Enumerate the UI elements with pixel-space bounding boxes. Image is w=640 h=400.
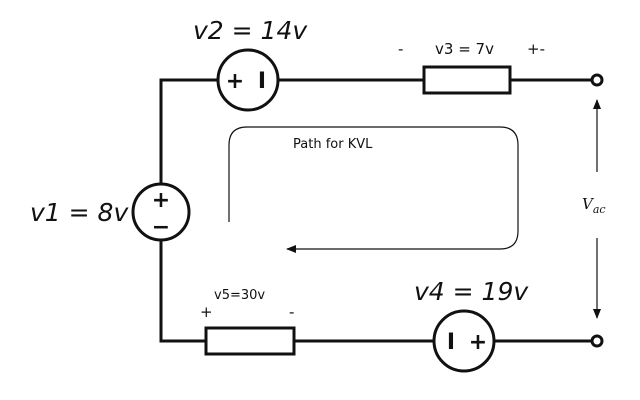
source-v1-label: v1 = 8v: [30, 198, 129, 227]
resistor-v5-right-sign: -: [289, 303, 294, 321]
svg-text:−: −: [152, 215, 170, 240]
terminal-a: [590, 73, 604, 87]
svg-text:I: I: [447, 330, 455, 355]
resistor-v3-label: v3 = 7v: [435, 40, 494, 58]
source-v2-label: v2 = 14v: [193, 16, 308, 45]
svg-text:I: I: [258, 69, 266, 94]
resistor-v5-label: v5=30v: [214, 288, 265, 303]
vac-label: Vac: [582, 195, 606, 216]
source-v4-label: v4 = 19v: [414, 277, 529, 306]
voltage-source-v2: + I: [216, 48, 280, 112]
kvl-path-arrow: [228, 126, 519, 253]
wires: [159, 78, 592, 343]
resistor-v3-right-sign: +-: [527, 40, 545, 58]
voltage-source-v4: I +: [432, 309, 496, 373]
svg-text:+: +: [152, 188, 170, 213]
svg-text:+: +: [226, 69, 244, 94]
resistor-v5: [204, 326, 296, 356]
voltage-source-v1: + −: [131, 182, 191, 242]
resistor-v5-left-sign: +: [200, 303, 213, 321]
resistor-v3-left-sign: -: [398, 40, 403, 58]
terminal-c: [590, 334, 604, 348]
resistor-v3: [422, 65, 512, 95]
svg-text:+: +: [469, 330, 487, 355]
kvl-path-label: Path for KVL: [293, 137, 373, 152]
